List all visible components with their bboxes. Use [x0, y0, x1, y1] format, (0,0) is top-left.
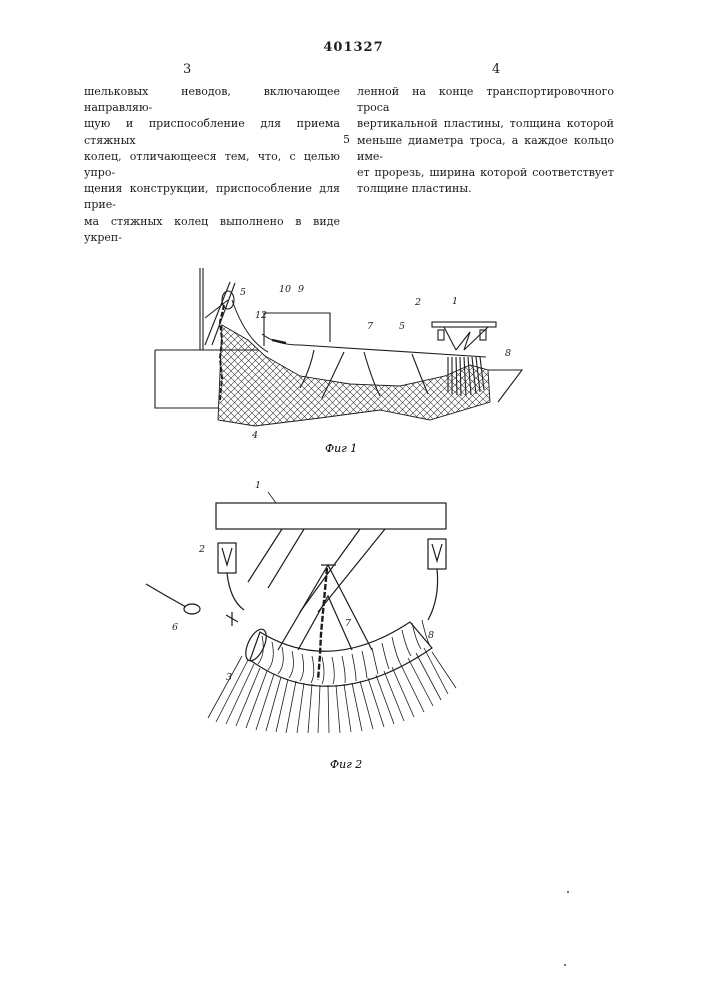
guide-block-2 — [428, 539, 446, 569]
figure-label: 7 — [367, 321, 374, 332]
cable-6 — [146, 584, 186, 607]
ring-3 — [242, 626, 271, 664]
figure-label: 9 — [298, 284, 304, 295]
figure-1-caption: Фиг 1 — [325, 442, 357, 455]
figure-label: 2 — [198, 544, 205, 555]
figure-label: 12 — [255, 310, 267, 321]
net-lines — [208, 648, 456, 733]
figure-label: 5 — [240, 287, 246, 298]
figure-label: 5 — [399, 321, 405, 332]
figure-label: 3 — [226, 672, 232, 683]
figure-label: 8 — [505, 348, 511, 359]
figure-label: 6 — [172, 622, 178, 633]
figure-2-caption: Фиг 2 — [330, 758, 362, 771]
figure-label: 8 — [428, 630, 434, 641]
ring-stack-rings — [258, 620, 430, 684]
figure-label: 10 — [279, 284, 291, 295]
figure-label: 4 — [251, 430, 258, 441]
vessel-hull — [155, 350, 218, 408]
figure-label: 1 — [255, 480, 261, 491]
main-cable — [262, 334, 486, 357]
figure-label: 1 — [452, 296, 458, 307]
gantry-frame-1 — [432, 322, 496, 327]
gantry-beam-1 — [216, 503, 446, 529]
figure-label: 7 — [345, 618, 352, 629]
purse-seine-net — [218, 325, 490, 426]
ring-stack-7 — [250, 622, 432, 686]
guide-block-2 — [218, 543, 236, 573]
figure-label: 2 — [414, 297, 421, 308]
